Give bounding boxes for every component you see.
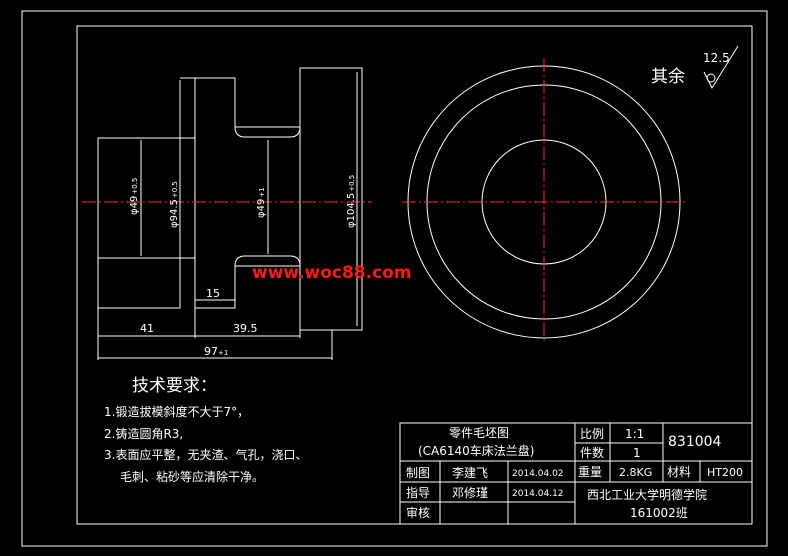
drawn-date: 2014.04.02 <box>512 469 564 479</box>
guide-label: 指导 <box>406 485 430 500</box>
part-subtitle: (CA6140车床法兰盘) <box>418 443 535 458</box>
qty-label: 件数 <box>580 445 604 460</box>
school-name: 西北工业大学明德学院 <box>587 487 707 502</box>
dim-text-dia-49-left: φ49+0.5 <box>129 178 140 215</box>
dim-text-97: 97+1 <box>204 345 228 358</box>
material-value: HT200 <box>707 466 743 479</box>
dim-text-39-5: 39.5 <box>233 322 258 335</box>
check-label: 审核 <box>406 505 430 520</box>
dim-text-dia-49-right: φ49+1 <box>256 187 267 218</box>
outer-border <box>21 10 768 547</box>
guide-name: 邓修瑾 <box>452 485 488 500</box>
surface-roughness-symbol: 其余 12.5 <box>651 45 739 90</box>
tech-item: 3.表面应平整，无夹渣、气孔，浇口、 <box>104 447 307 462</box>
roughness-value: 12.5 <box>703 51 730 65</box>
class-number: 161002班 <box>630 506 688 520</box>
drawn-name: 李建飞 <box>452 465 488 480</box>
tech-item: 毛刺、粘砂等应清除干净。 <box>120 469 264 484</box>
tech-item: 1.锻造拔模斜度不大于7°， <box>104 404 249 419</box>
dim-text-dia-94-5: φ94.5+0.5 <box>169 181 180 228</box>
tech-requirements: 技术要求： 1.锻造拔模斜度不大于7°， 2.铸造圆角R3, 3.表面应平整，无… <box>104 376 307 484</box>
weight-label: 重量 <box>578 465 602 479</box>
title-block: 零件毛坯图 (CA6140车床法兰盘) 比例 1:1 件数 1 831004 制… <box>399 422 753 525</box>
front-view: φ49+0.5 φ94.5+0.5 φ49+1 φ104.5+0.5 15 41… <box>82 67 372 360</box>
dim-text-dia-104-5: φ104.5+0.5 <box>346 175 357 228</box>
scale-value: 1:1 <box>625 427 644 441</box>
weight-value: 2.8KG <box>619 466 652 479</box>
part-title: 零件毛坯图 <box>449 426 509 440</box>
qty-value: 1 <box>633 446 641 460</box>
drawing-number: 831004 <box>668 434 722 450</box>
drawn-label: 制图 <box>406 466 430 480</box>
roughness-icon-circle <box>706 73 716 83</box>
side-view <box>402 58 688 342</box>
material-label: 材料 <box>667 465 691 479</box>
dim-text-41: 41 <box>140 322 154 335</box>
tech-item: 2.铸造圆角R3, <box>104 426 183 441</box>
scale-label: 比例 <box>580 427 604 441</box>
guide-date: 2014.04.12 <box>512 489 564 499</box>
title-block-frame <box>399 422 753 525</box>
watermark: www.woc88.com <box>252 263 412 283</box>
dim-text-15: 15 <box>206 287 220 300</box>
roughness-prefix: 其余 <box>651 67 685 87</box>
tech-title: 技术要求： <box>132 376 217 396</box>
inner-bore-lines <box>98 68 301 330</box>
